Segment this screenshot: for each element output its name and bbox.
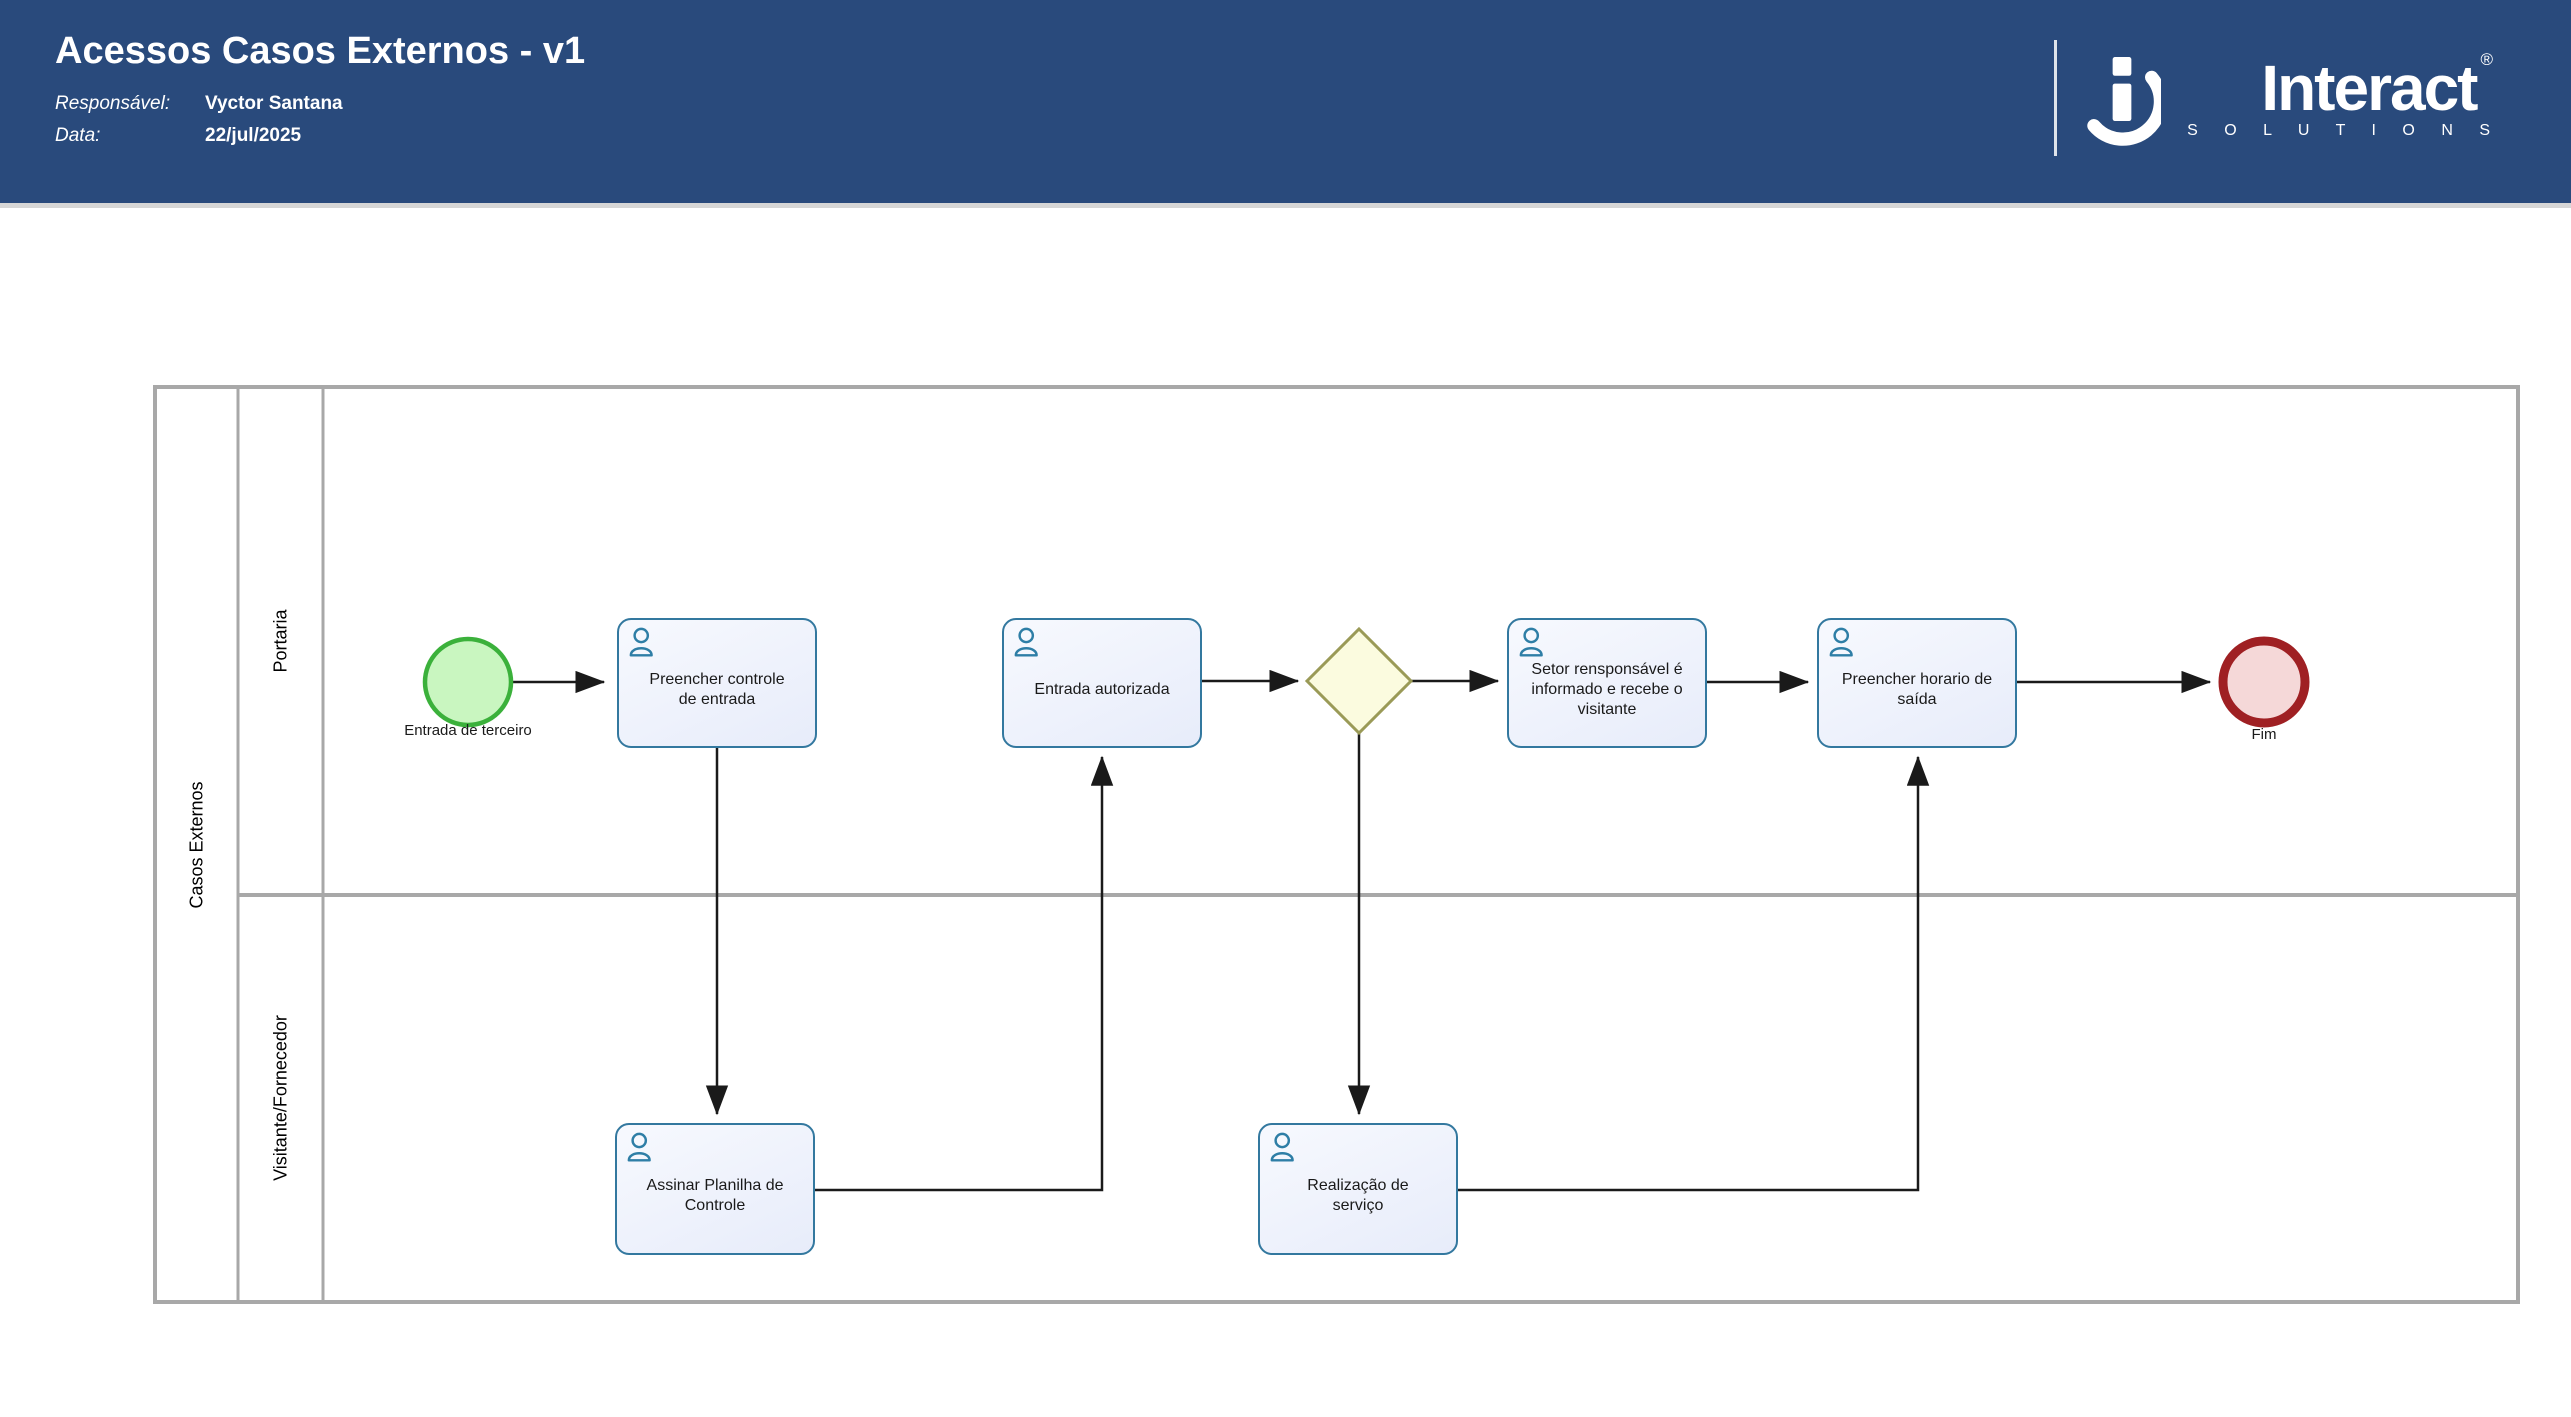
pool-label: Casos Externos	[186, 781, 207, 909]
task-label: Realização de serviço	[1307, 1177, 1409, 1214]
person-icon	[629, 627, 653, 657]
task-preencher-controle-de-entrada: Preencher controle de entrada	[617, 618, 817, 748]
flow-assinar-planilha-to-entrada-autorizada	[813, 755, 1114, 1192]
person-icon	[1829, 627, 1853, 657]
flow-realizacao-servico-to-preencher-horario	[1458, 755, 1930, 1192]
task-label: Preencher controle de entrada	[649, 671, 785, 708]
interact-logo: Interact ® S O L U T I O N S	[2054, 40, 2493, 156]
person-icon	[627, 1132, 651, 1162]
task-label: Preencher horario de saída	[1841, 671, 1993, 708]
header: Acessos Casos Externos - v1 Responsável:…	[0, 0, 2571, 208]
start-event-circle	[422, 636, 514, 728]
logo-divider	[2054, 40, 2058, 156]
task-label: Setor rensponsável é informado e recebe …	[1531, 661, 1683, 718]
logo-name: Interact	[2261, 52, 2478, 124]
logo-text: Interact ® S O L U T I O N S	[2187, 50, 2493, 140]
task-setor-responsavel-informado: Setor rensponsável é informado e recebe …	[1507, 618, 1707, 748]
end-event-circle	[2218, 636, 2310, 728]
page-title: Acessos Casos Externos - v1	[55, 30, 586, 72]
data-row: Data: 22/jul/2025	[55, 125, 585, 147]
lane-label-portaria: Portaria	[270, 609, 291, 673]
data-label: Data:	[55, 125, 101, 146]
data-value: 22/jul/2025	[205, 125, 302, 146]
header-text-block: Acessos Casos Externos - v1 Responsável:…	[55, 30, 585, 157]
start-event-label: Entrada de terceiro	[404, 722, 532, 739]
task-label: Entrada autorizada	[1034, 681, 1170, 698]
person-icon	[1014, 627, 1038, 657]
person-icon	[1270, 1132, 1294, 1162]
person-icon	[1519, 627, 1543, 657]
gateway-diamond	[1304, 626, 1414, 736]
responsavel-value: Vyctor Santana	[205, 93, 343, 114]
responsavel-row: Responsável: Vyctor Santana	[55, 93, 585, 115]
lane-label-visitante-fornecedor: Visitante/Fornecedor	[270, 1015, 291, 1181]
interact-logo-mark-icon	[2087, 57, 2162, 146]
responsavel-label: Responsável:	[55, 93, 171, 114]
task-label: Assinar Planilha de Controle	[646, 1177, 784, 1214]
logo-registered-mark: ®	[2480, 50, 2493, 69]
logo-subtitle: S O L U T I O N S	[2187, 122, 2501, 139]
task-entrada-autorizada: Entrada autorizada	[1002, 618, 1202, 748]
task-realizacao-de-servico: Realização de serviço	[1258, 1123, 1458, 1255]
task-preencher-horario-de-saida: Preencher horario de saída	[1817, 618, 2017, 748]
task-assinar-planilha-de-controle: Assinar Planilha de Controle	[615, 1123, 815, 1255]
end-event-label: Fim	[2251, 726, 2277, 743]
pool-casos-externos	[153, 385, 2520, 1304]
